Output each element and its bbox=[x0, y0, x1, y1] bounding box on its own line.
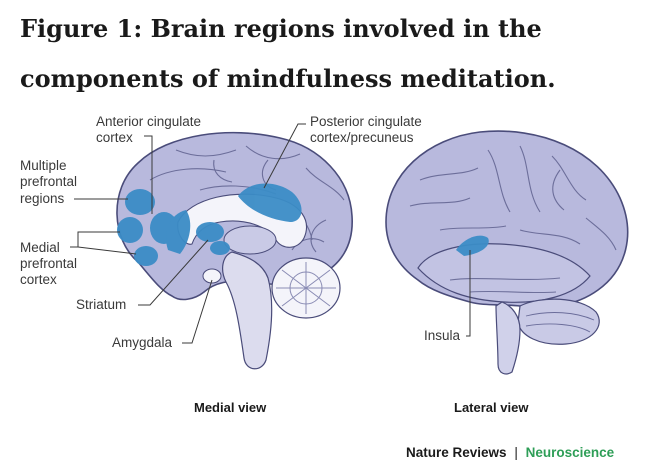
highlight-striatum bbox=[196, 222, 224, 242]
label-mpfc-line-2: prefrontal bbox=[20, 256, 77, 271]
highlight-insula bbox=[456, 235, 489, 256]
leader-acc bbox=[144, 135, 153, 214]
highlight-prefrontal-upper bbox=[125, 189, 155, 215]
caption-lateral-view: Lateral view bbox=[454, 400, 529, 415]
leader-striatum bbox=[138, 239, 209, 306]
figure-title-line-1: Figure 1: Brain regions involved in the bbox=[20, 14, 542, 43]
label-acc-line-2: cortex bbox=[96, 130, 133, 145]
medial-brain bbox=[116, 131, 353, 370]
leader-lines bbox=[70, 123, 471, 344]
region-labels: Anterior cingulate cortex Posterior cing… bbox=[20, 114, 461, 350]
leader-mpfc-2 bbox=[77, 246, 137, 255]
leader-mpfc bbox=[70, 231, 120, 248]
label-amygdala: Amygdala bbox=[112, 335, 173, 350]
credit-line: Nature Reviews | Neuroscience bbox=[406, 445, 615, 460]
label-mpr-line-2: prefrontal bbox=[20, 174, 77, 189]
label-mpr-line-3: regions bbox=[20, 191, 65, 206]
highlight-medial-pfc bbox=[134, 246, 158, 266]
label-mpfc-line-3: cortex bbox=[20, 272, 57, 287]
label-pcc-line-1: Posterior cingulate bbox=[310, 114, 422, 129]
highlight-pcc bbox=[238, 183, 302, 222]
credit-journal: Neuroscience bbox=[526, 445, 615, 460]
label-insula: Insula bbox=[424, 328, 461, 343]
medial-cerebellum bbox=[271, 257, 341, 319]
highlight-prefrontal-mid bbox=[117, 217, 143, 243]
caption-medial-view: Medial view bbox=[194, 400, 267, 415]
medial-highlights bbox=[117, 183, 302, 266]
amygdala-structure bbox=[202, 268, 222, 284]
figure-title-line-2: components of mindfulness meditation. bbox=[20, 64, 556, 93]
credit-separator: | bbox=[514, 445, 518, 460]
label-mpr-line-1: Multiple bbox=[20, 158, 67, 173]
lateral-gyri bbox=[409, 145, 617, 294]
credit-publisher: Nature Reviews bbox=[406, 445, 507, 460]
leader-pcc bbox=[263, 123, 306, 189]
figure-title: Figure 1: Brain regions involved in the … bbox=[20, 4, 640, 104]
lateral-brainstem bbox=[495, 301, 521, 375]
thalamus bbox=[223, 225, 277, 255]
label-pcc-line-2: cortex/precuneus bbox=[310, 130, 414, 145]
lateral-brain bbox=[385, 130, 629, 375]
highlight-striatum-lower bbox=[210, 241, 230, 255]
brainstem bbox=[222, 251, 273, 370]
leader-insula bbox=[466, 250, 471, 337]
label-mpfc-line-1: Medial bbox=[20, 240, 60, 255]
lateral-cerebellum bbox=[517, 298, 600, 345]
leader-amygdala bbox=[182, 279, 213, 344]
label-acc-line-1: Anterior cingulate bbox=[96, 114, 201, 129]
highlight-acc bbox=[166, 210, 191, 254]
label-striatum: Striatum bbox=[76, 297, 126, 312]
